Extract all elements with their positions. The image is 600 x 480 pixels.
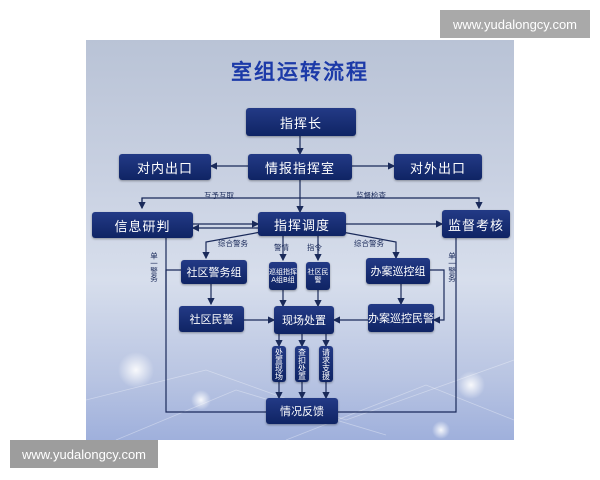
connector-lines [86, 136, 514, 440]
node-request-support: 请求支援 [319, 346, 333, 382]
label-mutual: 互予互取 [204, 191, 234, 200]
watermark-bottom: www.yudalongcy.com [10, 440, 158, 468]
node-internal-exit: 对内出口 [119, 154, 211, 180]
node-handle-scene: 处置现场 [272, 346, 286, 382]
watermark-top: www.yudalongcy.com [440, 10, 590, 38]
node-community-police-small: 社区民警 [306, 262, 330, 290]
node-external-exit: 对外出口 [394, 154, 482, 180]
label-intel: 警情 [274, 243, 289, 252]
label-command: 指令 [307, 243, 322, 252]
label-integrated-right: 综合警务 [354, 239, 384, 248]
label-supervise-check: 监督检查 [356, 191, 386, 200]
label-single-right: 单一警务 [447, 252, 457, 282]
node-supervision: 监督考核 [442, 210, 510, 238]
node-feedback: 情况反馈 [266, 398, 338, 424]
node-patrol-ab: 巡组指挥A组B组 [269, 262, 297, 290]
label-integrated-left: 综合警务 [218, 239, 248, 248]
flowchart-board: 室组运转流程 指挥长 情报指挥室 对内出口 对外出口 信息研判 监督考核 指挥调… [86, 40, 514, 440]
node-community-group: 社区警务组 [181, 260, 247, 284]
node-onsite: 现场处置 [274, 306, 334, 334]
node-info-research: 信息研判 [92, 212, 193, 238]
node-community-police: 社区民警 [179, 306, 244, 332]
node-dispatch: 指挥调度 [258, 212, 346, 236]
node-commander: 指挥长 [246, 108, 356, 136]
node-case-patrol-group: 办案巡控组 [366, 258, 430, 284]
node-seize: 查扣处置 [295, 346, 309, 382]
node-case-patrol-police: 办案巡控民警 [368, 304, 434, 332]
node-intel-room: 情报指挥室 [248, 154, 352, 180]
diagram-title: 室组运转流程 [231, 60, 369, 84]
label-single-left: 单一警务 [149, 252, 159, 282]
